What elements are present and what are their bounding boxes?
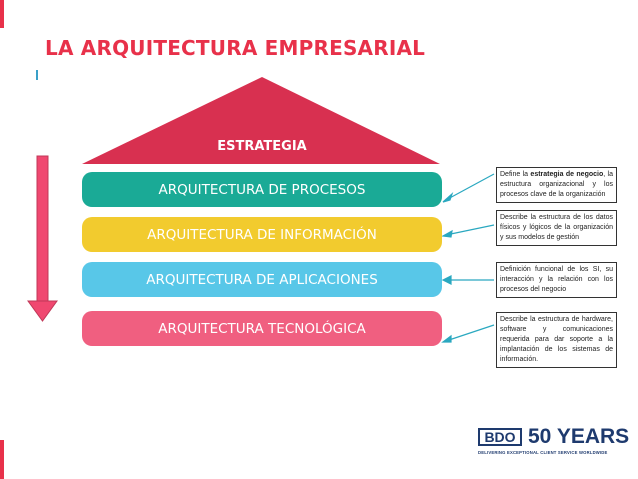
connector-arrows [441, 173, 495, 343]
description-processes-bold: estrategia de negocio [530, 171, 604, 178]
layer-technology-label: ARQUITECTURA TECNOLÓGICA [158, 320, 366, 337]
description-processes-text-end: , la estructura organizacional y los pro… [500, 171, 613, 198]
description-information: Describe la estructura de los datos físi… [496, 210, 617, 246]
description-information-text: Describe la estructura de los datos físi… [500, 214, 613, 241]
layer-processes-label: ARQUITECTURA DE PROCESOS [158, 181, 366, 198]
description-processes: Define la estrategia de negocio, la estr… [496, 167, 617, 203]
bdo-logo-brand: BDO [478, 428, 522, 446]
page-title: LA ARQUITECTURA EMPRESARIAL [45, 36, 426, 60]
layer-applications-label: ARQUITECTURA DE APLICACIONES [146, 271, 378, 288]
description-processes-text: Define la [500, 171, 531, 178]
description-technology-text: Describe la estructura de hardware, soft… [500, 316, 613, 363]
layer-applications: ARQUITECTURA DE APLICACIONES [82, 262, 442, 297]
bdo-logo-tagline: DELIVERING EXCEPTIONAL CLIENT SERVICE WO… [478, 450, 608, 455]
connector-arrow-technology [445, 324, 495, 342]
description-technology: Describe la estructura de hardware, soft… [496, 312, 617, 368]
left-accent-bar-bottom [0, 440, 4, 479]
left-accent-bar-blue [36, 70, 38, 80]
strategy-roof [82, 77, 440, 164]
connector-arrow-processes [445, 173, 495, 201]
connector-arrow-information [445, 224, 495, 236]
description-applications: Definición funcional de los SI, su inter… [496, 262, 617, 298]
bdo-logo-years: 50 YEARS [528, 425, 630, 448]
strategy-label: ESTRATEGIA [217, 139, 307, 154]
layer-technology: ARQUITECTURA TECNOLÓGICA [82, 311, 442, 346]
bdo-logo: BDO 50 YEARS DELIVERING EXCEPTIONAL CLIE… [478, 425, 630, 468]
layer-information-label: ARQUITECTURA DE INFORMACIÓN [147, 226, 377, 243]
layer-processes: ARQUITECTURA DE PROCESOS [82, 172, 442, 207]
left-accent-bar-top [0, 0, 4, 28]
down-arrow-icon [27, 155, 58, 322]
layer-information: ARQUITECTURA DE INFORMACIÓN [82, 217, 442, 252]
description-applications-text: Definición funcional de los SI, su inter… [500, 266, 613, 293]
